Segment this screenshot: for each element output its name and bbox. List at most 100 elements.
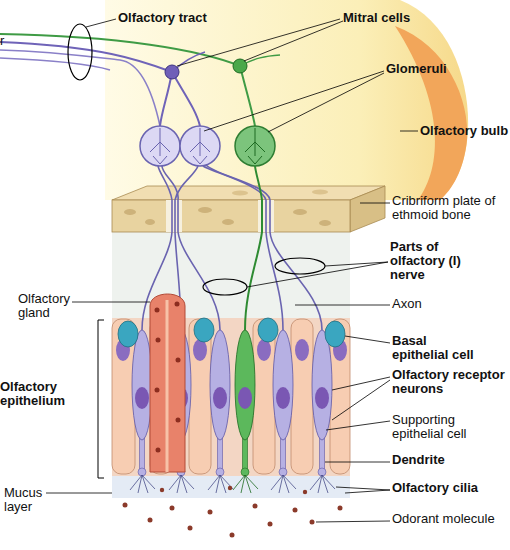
part-label: Mucus layer: [4, 486, 64, 514]
part-label: Olfactory gland: [18, 292, 88, 320]
odorant-molecule: [148, 518, 153, 523]
gland-nucleus: [155, 308, 160, 313]
gland-nucleus: [175, 302, 180, 307]
supporting-cell: [253, 319, 275, 474]
axon: [175, 166, 198, 330]
nerve-bracket: [275, 258, 325, 274]
cribriform-plate: [112, 200, 350, 232]
receptor-neuron: [235, 330, 255, 440]
odorant-molecule: [303, 490, 307, 494]
odorant-molecule: [208, 510, 213, 515]
part-label: Olfactory receptor neurons: [392, 368, 510, 396]
dendrite-knob: [216, 468, 224, 476]
part-label: Basal epithelial cell: [392, 334, 482, 362]
odorant-molecule: [160, 488, 164, 492]
receptor-neuron: [312, 330, 332, 440]
leader-line: [46, 19, 418, 522]
cell-nucleus: [238, 387, 252, 409]
cell-nucleus: [295, 339, 309, 361]
cell-nucleus: [276, 387, 290, 409]
bone-texture: [232, 191, 248, 196]
part-label: Dendrite: [392, 453, 472, 467]
nerve-bracket: [203, 279, 247, 295]
odorant-molecule: [268, 522, 273, 527]
part-label: Olfactory cilia: [392, 481, 510, 495]
tract-fiber: [0, 58, 110, 70]
gland-nucleus: [156, 338, 161, 343]
tract-bracket: [68, 24, 92, 80]
glomerulus: [235, 126, 275, 166]
part-label: Odorant molecule: [392, 512, 510, 526]
odorant-molecule: [310, 520, 315, 525]
odorant-molecule: [188, 526, 193, 531]
part-label: Parts of olfactory (I) nerve: [390, 240, 490, 282]
bone-texture: [293, 209, 307, 215]
part-label: Supporting epithelial cell: [392, 413, 492, 441]
odorant-molecule: [228, 486, 232, 490]
supporting-cell: [291, 319, 313, 474]
basal-cell: [258, 318, 278, 342]
tract-fiber: [0, 34, 240, 66]
odorant-molecule: [253, 504, 258, 509]
gland-nucleus: [156, 448, 161, 453]
gland-nucleus: [155, 388, 160, 393]
gland-nucleus: [176, 358, 181, 363]
bone-texture: [312, 190, 328, 195]
cell-nucleus: [135, 387, 149, 409]
part-label: Axon: [392, 297, 452, 311]
dendrite-knob: [318, 468, 326, 476]
part-label: Olfactory bulb: [420, 124, 510, 138]
glomerulus: [180, 126, 220, 166]
glomerulus-branches: [150, 128, 170, 164]
mitral-dendrite: [172, 72, 200, 126]
mitral-dendrite: [240, 66, 255, 126]
odorant-molecule: [293, 508, 298, 513]
part-label: Olfactory tract: [118, 11, 228, 25]
glomerulus: [140, 126, 180, 166]
part-label: Cribriform plate of ethmoid bone: [392, 194, 510, 222]
receptor-neuron: [210, 330, 230, 440]
mitral-cell: [165, 65, 179, 79]
bulb-edge: [395, 26, 467, 200]
olfactory-gland: [150, 294, 185, 472]
odorant-molecule: [170, 506, 175, 511]
odorant-molecule: [230, 533, 235, 538]
tract-fiber: [0, 50, 160, 126]
mitral-dendrite: [160, 72, 172, 126]
foramen: [166, 200, 182, 232]
mucus-layer: [112, 476, 350, 498]
bone-texture: [222, 219, 234, 225]
dendrite-knob: [241, 468, 249, 476]
odorant-molecule: [338, 506, 343, 511]
bone-texture: [198, 207, 212, 213]
part-label: Glomeruli: [386, 62, 476, 76]
part-label: r: [0, 34, 20, 48]
part-label: Olfactory epithelium: [0, 380, 95, 408]
axon: [245, 166, 262, 330]
gland-nucleus: [176, 418, 181, 423]
cell-nucleus: [213, 387, 227, 409]
supporting-cell: [189, 319, 211, 474]
epithelium-background: [112, 318, 350, 476]
bone-texture: [319, 220, 331, 226]
dendrite-knob: [138, 468, 146, 476]
bone-texture: [145, 219, 155, 225]
cribriform-plate-top: [112, 186, 385, 200]
dendrite-knob: [279, 468, 287, 476]
epithelium-bracket: [98, 320, 104, 478]
gland-duct: [166, 300, 169, 472]
cell-nucleus: [315, 387, 329, 409]
glomerulus-branches: [190, 128, 210, 164]
receptor-neuron: [273, 330, 293, 440]
receptor-neuron: [132, 330, 152, 440]
basal-cell: [325, 321, 345, 347]
axon: [203, 166, 283, 330]
bone-texture: [124, 209, 136, 215]
part-label: Mitral cells: [343, 11, 443, 25]
olfactory-cilia: [233, 475, 258, 493]
glomerulus-branches: [245, 128, 265, 164]
basal-cell: [118, 321, 138, 347]
odorant-molecule: [123, 503, 128, 508]
mitral-cell: [233, 59, 247, 73]
basal-cell: [194, 318, 214, 342]
